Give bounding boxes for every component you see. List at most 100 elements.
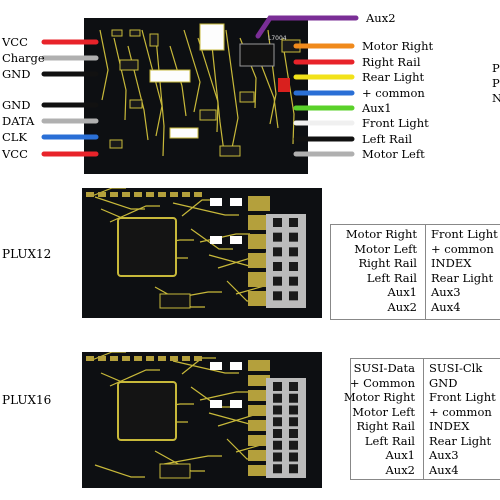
plux16-right-item: + common xyxy=(429,404,492,419)
plux16-left-item: Motor Left xyxy=(352,404,415,419)
plux12-top-pad xyxy=(146,192,154,197)
plux12-left-item: Left Rail xyxy=(366,270,417,285)
top-pcb-trace xyxy=(281,37,295,145)
plux12-top-pad xyxy=(110,192,118,197)
top-right-label-common: + common xyxy=(362,86,425,100)
plux16-small-chip xyxy=(159,463,191,479)
plux16-trace xyxy=(199,391,250,401)
top-pcb-trace xyxy=(99,29,109,101)
plux16-trace xyxy=(172,360,239,374)
top-left-label-gnd-2: GND xyxy=(2,98,31,112)
top-right-label-motor-right: Motor Right xyxy=(362,39,434,53)
plux16-trace xyxy=(154,450,205,472)
top-pcb-trace xyxy=(169,45,187,117)
top-decoder-graphic: L7004 xyxy=(41,15,359,174)
plux12-divider xyxy=(425,225,426,319)
plux16-edge-pad xyxy=(248,360,270,371)
plux12-edge-pad xyxy=(248,215,270,230)
plux16-top-pad xyxy=(98,356,106,361)
edge-letter-1: P xyxy=(492,61,500,75)
top-pcb-trace xyxy=(211,45,225,153)
plux12-header-pin xyxy=(289,247,298,257)
plux16-header-pin xyxy=(289,382,298,391)
plux12-header-pin xyxy=(273,276,282,286)
plux16-right-item: SUSI-Clk xyxy=(429,361,483,375)
plux12-mcu-chip xyxy=(117,217,177,277)
plux12-left-item: Motor Left xyxy=(354,241,417,256)
plux12-right-item: Aux4 xyxy=(431,299,461,314)
top-pcb-component xyxy=(219,145,241,157)
plux16-white-smd xyxy=(230,362,242,370)
plux12-white-smd xyxy=(230,236,242,244)
plux16-top-pad xyxy=(110,356,118,361)
plux12-top-pad xyxy=(194,192,202,197)
plux12-top-pad xyxy=(158,192,166,197)
plux12-header-pin xyxy=(273,262,282,271)
top-right-label-aux1: Aux1 xyxy=(362,101,392,115)
plux16-edge-pad xyxy=(248,420,270,431)
plux16-edge-pad xyxy=(248,390,270,401)
plux12-left-item: Motor Right xyxy=(345,227,417,241)
plux12-top-pad xyxy=(122,192,130,197)
plux16-right-item: Front Light xyxy=(429,390,496,404)
plux16-top-pad xyxy=(158,356,166,361)
top-pcb-component xyxy=(111,29,123,37)
plux16-trace xyxy=(163,455,222,465)
plux16-header-pin xyxy=(273,452,282,462)
plux16-header-pin xyxy=(289,405,298,415)
plux12-header-pin xyxy=(273,218,282,227)
plux12-header-pin xyxy=(273,247,282,257)
top-right-label-motor-left: Motor Left xyxy=(362,147,425,161)
top-right-label-rear-light: Rear Light xyxy=(362,70,425,84)
plux16-left-item: + Common xyxy=(349,375,415,390)
plux12-trace xyxy=(109,205,160,223)
top-left-label-data: DATA xyxy=(2,114,35,128)
plux12-right-item: + common xyxy=(431,241,494,256)
plux16-edge-pad xyxy=(248,405,270,416)
plux16-header-pin xyxy=(273,382,282,391)
plux16-header-pin xyxy=(273,405,282,415)
plux12-pin-header xyxy=(266,214,306,308)
edge-letter-3: N xyxy=(492,91,500,105)
plux12-right-item: Front Light xyxy=(431,227,498,241)
plux16-header-pin xyxy=(289,417,298,427)
plux12-header-pin xyxy=(273,291,282,301)
plux16-title: PLUX16 xyxy=(2,393,52,407)
plux16-header-pin xyxy=(289,452,298,462)
plux16-right-item: GND xyxy=(429,375,458,390)
plux12-trace xyxy=(94,196,145,210)
plux16-left-item: SUSI-Data xyxy=(353,361,415,375)
top-pcb-component xyxy=(129,29,141,37)
plux16-white-smd xyxy=(210,362,222,370)
plux16-edge-pad xyxy=(248,435,270,446)
plux16-top-pad xyxy=(146,356,154,361)
plux12-header-pin xyxy=(289,232,298,242)
plux16-right-item: INDEX xyxy=(429,419,470,433)
top-pcb-component xyxy=(169,127,199,139)
plux16-header-pin xyxy=(273,393,282,403)
plux16-top-pad xyxy=(182,356,190,361)
plux12-right-item: Rear Light xyxy=(431,270,494,285)
plux12-top-pad xyxy=(170,192,178,197)
plux12-white-smd xyxy=(210,198,222,206)
plux12-top-pad xyxy=(86,192,94,197)
plux12-header-pin xyxy=(289,276,298,286)
plux16-edge-pad xyxy=(248,465,270,476)
top-pcb-trace xyxy=(183,29,201,113)
plux16-header-pin xyxy=(289,393,298,403)
plux12-left-item: Aux2 xyxy=(387,299,417,314)
top-pcb-chip-label: L7004 xyxy=(268,35,287,42)
plux12-trace xyxy=(190,228,233,250)
plux12-header-pin xyxy=(273,232,282,242)
plux16-right-item: Rear Light xyxy=(429,433,492,448)
top-pcb-trace xyxy=(225,29,239,149)
